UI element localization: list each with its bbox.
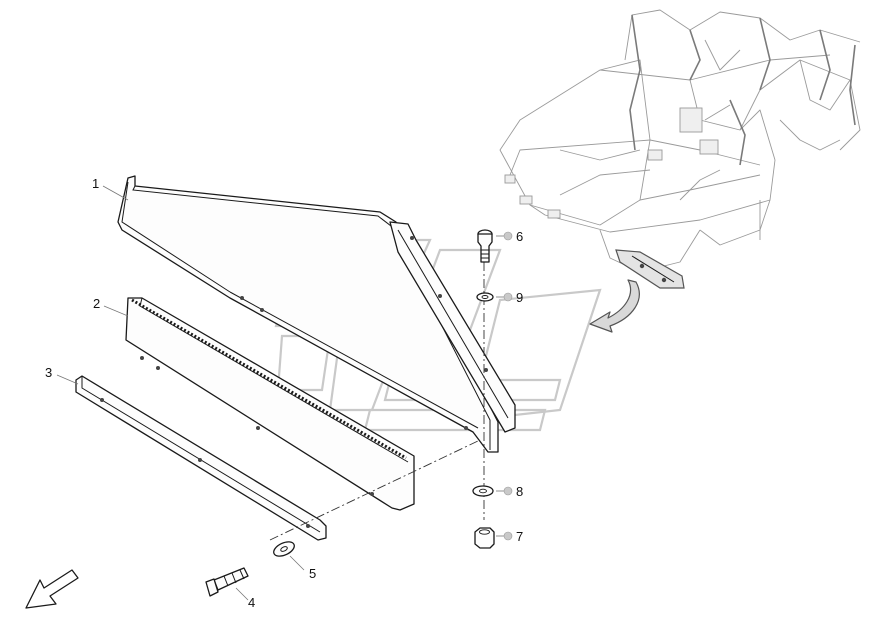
callout-6: 6 — [516, 229, 523, 244]
callout-1: 1 — [92, 176, 99, 191]
part-5-washer — [273, 541, 295, 557]
machine-context — [499, 9, 861, 273]
callout-labels: 1 2 3 4 5 6 7 8 9 — [45, 176, 523, 610]
callout-2: 2 — [93, 296, 100, 311]
callout-9: 9 — [516, 290, 523, 305]
part-2-brush-strip — [125, 297, 415, 511]
part-6-bolt — [477, 229, 493, 263]
callout-7: 7 — [516, 529, 523, 544]
part-1-side-flange — [389, 221, 516, 433]
arrow-down-left-icon — [25, 569, 79, 609]
part-location-highlight — [615, 249, 685, 289]
part-9-lock-washer — [476, 292, 494, 302]
part-8-washer — [472, 485, 494, 497]
callout-5: 5 — [309, 566, 316, 581]
part-3-clamp-bar — [75, 375, 327, 541]
callout-4: 4 — [248, 595, 255, 610]
leader-lines — [56, 185, 513, 601]
callout-8: 8 — [516, 484, 523, 499]
part-4-bolt — [205, 567, 249, 597]
part-7-nut — [474, 527, 495, 549]
callout-3: 3 — [45, 365, 52, 380]
curved-arrow-icon — [589, 279, 640, 333]
assembly-centerline — [269, 262, 485, 541]
